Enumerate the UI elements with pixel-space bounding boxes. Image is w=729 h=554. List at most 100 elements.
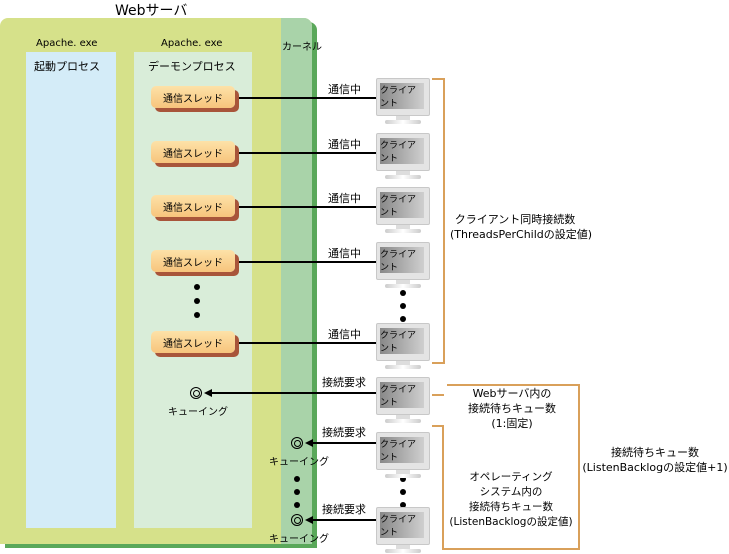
ellipsis-dot	[400, 489, 406, 495]
monitor-neck	[396, 280, 410, 285]
bracket-total-side	[578, 384, 580, 550]
request-arrow-line	[210, 392, 376, 394]
daemon-process-label: デーモンプロセス	[148, 60, 236, 73]
annotation-line: 接続待ちキュー数	[611, 446, 699, 459]
monitor-neck	[396, 545, 410, 550]
client-label: クライアント	[380, 382, 424, 408]
ellipsis-dot	[400, 502, 406, 508]
connection-line	[239, 152, 376, 154]
annotation-line: 接続待ちキュー数	[469, 501, 553, 513]
client-monitor: クライアント	[376, 377, 430, 429]
annotation-line: システム内の	[479, 486, 543, 498]
client-label: クライアント	[380, 247, 424, 273]
client-monitor: クライアント	[376, 78, 430, 130]
request-label: 接続要求	[322, 503, 366, 516]
ellipsis-dot	[294, 489, 300, 495]
client-monitor: クライアント	[376, 507, 430, 554]
client-label: クライアント	[380, 328, 424, 354]
request-label: 接続要求	[322, 426, 366, 439]
daemon-exe-label: Apache. exe	[161, 38, 223, 49]
annotation-line: (ThreadsPerChildの設定値)	[450, 228, 593, 241]
request-arrow-line	[311, 442, 376, 444]
monitor-base	[385, 474, 421, 478]
arrow-head-icon	[305, 439, 313, 447]
annotation-line: オペレーティング	[469, 471, 553, 483]
bracket-concurrent-side	[443, 78, 445, 364]
kernel-label: カーネル	[282, 42, 322, 53]
annotation-total-queue: 接続待ちキュー数 (ListenBacklogの設定値+1)	[582, 445, 728, 475]
client-label: クライアント	[380, 192, 424, 218]
monitor-neck	[396, 415, 410, 420]
annotation-line: (ListenBacklogの設定値)	[449, 516, 573, 528]
queue-label: キューイング	[269, 534, 329, 545]
connection-label: 通信中	[328, 247, 361, 260]
annotation-line: (ListenBacklogの設定値+1)	[582, 461, 728, 474]
monitor-base	[385, 419, 421, 423]
daemon-process-box	[134, 52, 252, 528]
arrow-head-icon	[305, 516, 313, 524]
bracket-os-top	[432, 425, 444, 427]
connection-label: 通信中	[328, 138, 361, 151]
ellipsis-dot	[194, 298, 200, 304]
queue-label: キューイング	[168, 407, 228, 418]
monitor-base	[385, 549, 421, 553]
client-label: クライアント	[380, 83, 424, 109]
client-label: クライアント	[380, 437, 424, 463]
queue-label: キューイング	[269, 457, 329, 468]
annotation-os-queue: オペレーティング システム内の 接続待ちキュー数 (ListenBacklogの…	[446, 470, 576, 530]
annotation-line: Webサーバ内の	[472, 387, 552, 400]
client-monitor: クライアント	[376, 133, 430, 185]
monitor-neck	[396, 171, 410, 176]
monitor-base	[385, 175, 421, 179]
client-monitor: クライアント	[376, 432, 430, 484]
client-label: クライアント	[380, 138, 424, 164]
client-monitor: クライアント	[376, 323, 430, 375]
annotation-line: 接続待ちキュー数	[468, 402, 556, 415]
queue-icon	[190, 387, 202, 399]
client-monitor: クライアント	[376, 242, 430, 294]
connection-line	[239, 97, 376, 99]
bracket-total-top	[447, 384, 580, 386]
bracket-web-queue	[432, 394, 444, 396]
connection-line	[239, 261, 376, 263]
monitor-base	[385, 229, 421, 233]
connection-label: 通信中	[328, 192, 361, 205]
bracket-os-side	[442, 425, 444, 550]
ellipsis-dot	[194, 284, 200, 290]
annotation-line: (1:固定)	[491, 417, 533, 430]
client-label: クライアント	[380, 512, 424, 538]
ellipsis-dot	[400, 290, 406, 296]
monitor-neck	[396, 225, 410, 230]
thread-box: 通信スレッド	[151, 86, 235, 108]
request-arrow-line	[311, 519, 376, 521]
connection-label: 通信中	[328, 83, 361, 96]
bracket-concurrent-bottom	[432, 362, 444, 364]
startup-process-box	[26, 52, 116, 528]
bracket-concurrent-top	[432, 78, 444, 80]
ellipsis-dot	[294, 476, 300, 482]
client-monitor: クライアント	[376, 187, 430, 239]
thread-box: 通信スレッド	[151, 250, 235, 272]
connection-label: 通信中	[328, 328, 361, 341]
connection-line	[239, 342, 376, 344]
queue-icon	[291, 514, 303, 526]
bracket-total-bottom	[443, 548, 580, 550]
kernel-column	[281, 18, 312, 544]
queue-icon	[291, 437, 303, 449]
monitor-base	[385, 365, 421, 369]
ellipsis-dot	[194, 312, 200, 318]
ellipsis-dot	[294, 502, 300, 508]
monitor-neck	[396, 116, 410, 121]
request-label: 接続要求	[322, 376, 366, 389]
ellipsis-dot	[400, 476, 406, 482]
thread-box: 通信スレッド	[151, 141, 235, 163]
arrow-head-icon	[204, 389, 212, 397]
annotation-concurrent: クライアント同時接続数 (ThreadsPerChildの設定値)	[450, 212, 593, 242]
annotation-line: クライアント同時接続数	[454, 213, 576, 226]
ellipsis-dot	[400, 303, 406, 309]
connection-line	[239, 206, 376, 208]
monitor-base	[385, 284, 421, 288]
thread-box: 通信スレッド	[151, 331, 235, 353]
thread-box: 通信スレッド	[151, 195, 235, 217]
